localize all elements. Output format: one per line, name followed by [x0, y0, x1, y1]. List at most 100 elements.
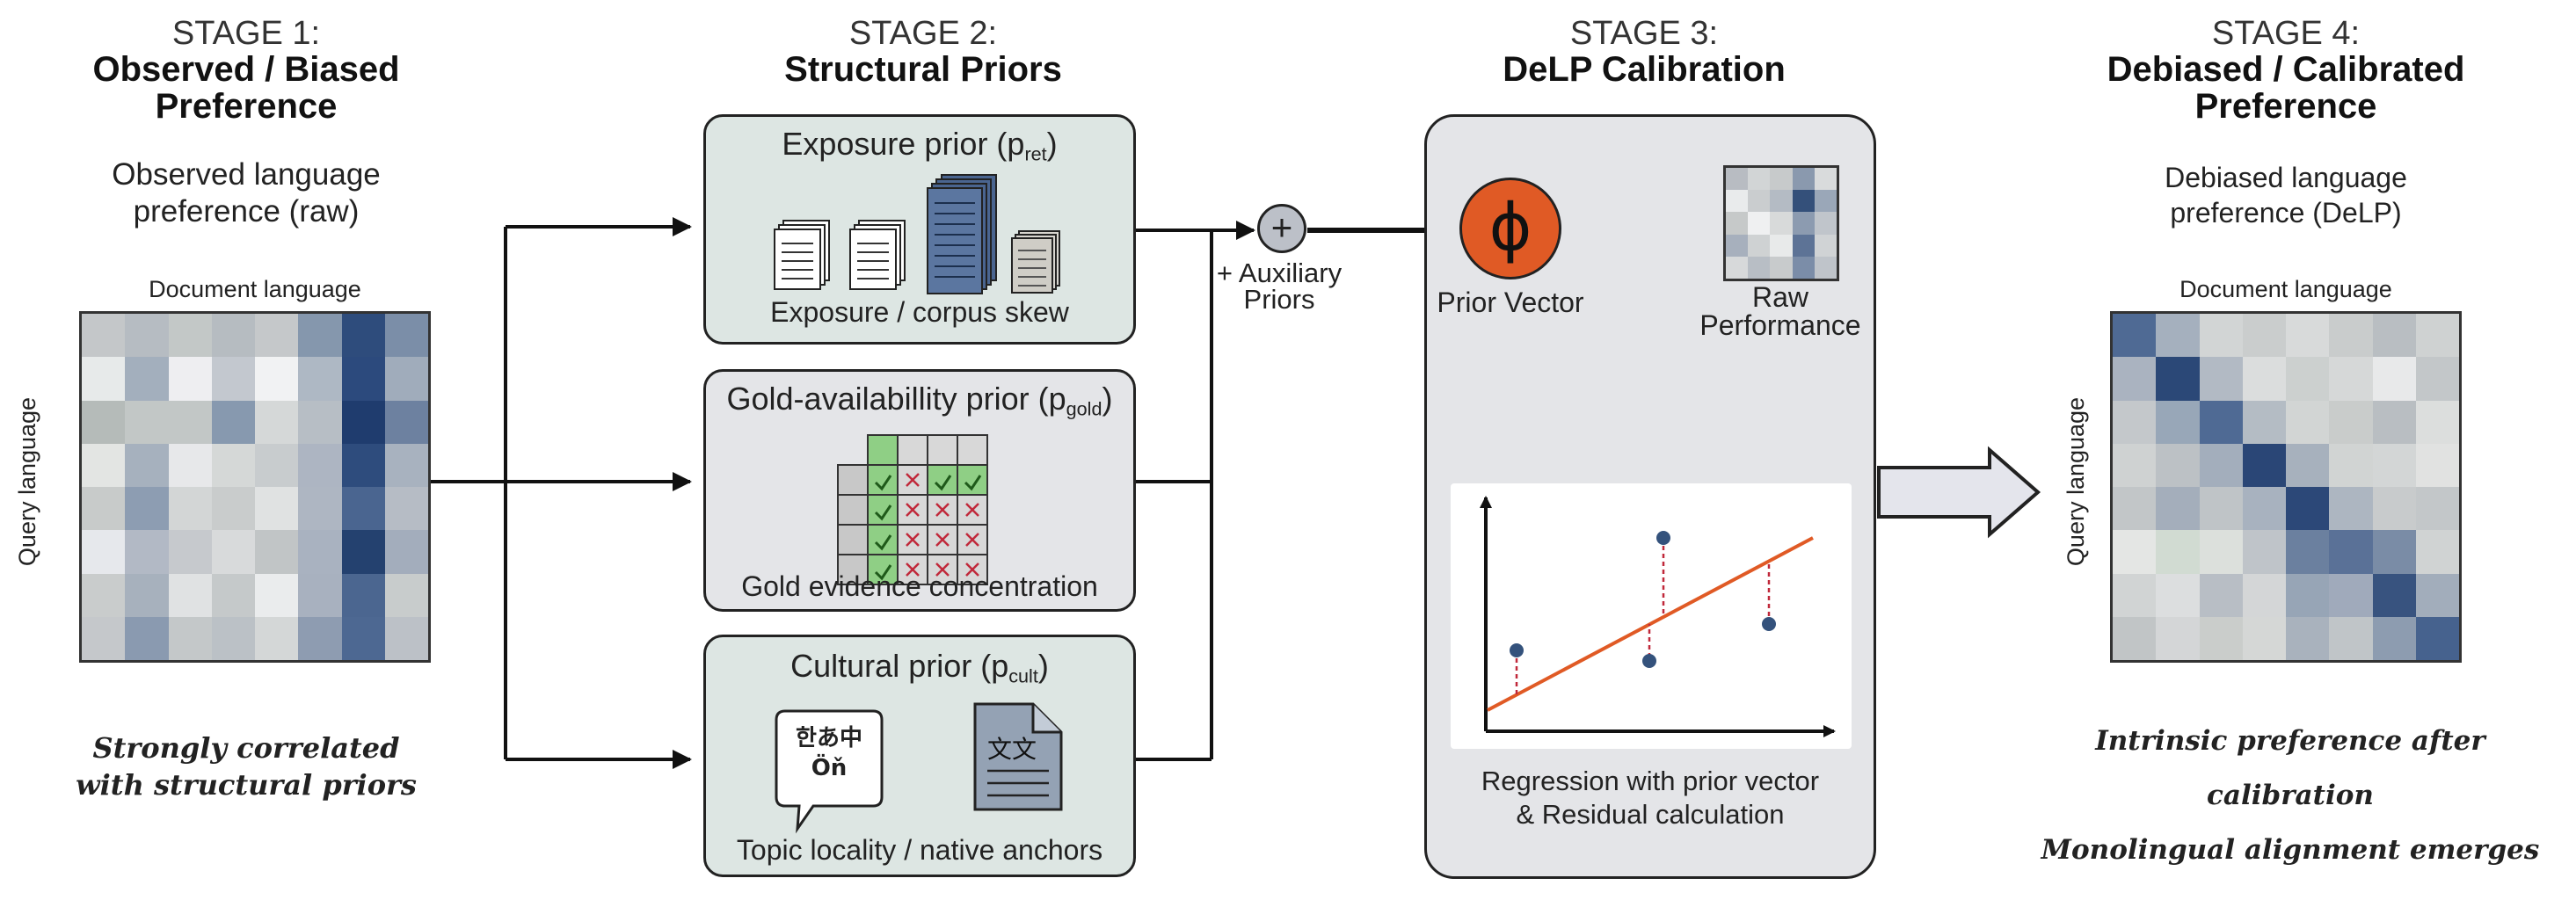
- delp-preference-matrix: [2110, 311, 2462, 663]
- stage3-title: DeLP Calibration: [1503, 50, 1786, 89]
- matrix-cell: [298, 357, 342, 401]
- matrix-cell: [2415, 314, 2459, 358]
- matrix-cell: [1792, 256, 1815, 279]
- matrix-cell: [82, 400, 126, 444]
- matrix-cell: [2242, 573, 2286, 617]
- matrix-cell: [2286, 616, 2330, 660]
- matrix-cell: [1814, 256, 1837, 279]
- matrix-cell: [2156, 487, 2200, 531]
- stage4-note: Intrinsic preference after calibration M…: [2013, 714, 2567, 877]
- matrix-cell: [2156, 573, 2200, 617]
- matrix-cell: [1770, 256, 1793, 279]
- matrix-cell: [125, 573, 169, 617]
- stage2-title: Structural Priors: [784, 50, 1062, 89]
- matrix-cell: [1726, 168, 1749, 191]
- matrix-cell: [211, 314, 255, 358]
- matrix-cell: [2199, 530, 2243, 574]
- matrix-cell: [2242, 530, 2286, 574]
- matrix-cell: [384, 573, 428, 617]
- matrix-cell: [2372, 443, 2416, 487]
- matrix-cell: [2415, 487, 2459, 531]
- matrix-cell: [2199, 487, 2243, 531]
- stage1-header: STAGE 1: Observed / Biased Preference: [70, 16, 422, 125]
- gold-prior-caption: Gold evidence concentration: [741, 570, 1098, 602]
- stage4-header: STAGE 4: Debiased / Calibrated Preferenc…: [2075, 16, 2497, 125]
- data-point: [1642, 654, 1656, 668]
- matrix-cell: [168, 314, 212, 358]
- data-points: [1510, 531, 1776, 668]
- stage4-subtitle-line1: Debiased language: [2165, 162, 2407, 193]
- matrix-cell: [211, 400, 255, 444]
- stage3-label: STAGE 3:: [1569, 15, 1719, 52]
- matrix-cell: [341, 357, 385, 401]
- gold-evidence-grid-icon: [837, 434, 988, 585]
- matrix-cell: [1792, 212, 1815, 235]
- matrix-cell: [2242, 443, 2286, 487]
- matrix-cell: [211, 573, 255, 617]
- matrix-cell: [2372, 530, 2416, 574]
- stage3-header: STAGE 3: DeLP Calibration: [1424, 16, 1864, 88]
- matrix-cell: [1726, 212, 1749, 235]
- stage1-matrix-top-label: Document language: [149, 276, 361, 302]
- matrix-cell: [255, 573, 299, 617]
- matrix-cell: [2329, 573, 2373, 617]
- matrix-cell: [341, 487, 385, 531]
- matrix-cell: [1792, 190, 1815, 213]
- matrix-cell: [298, 314, 342, 358]
- matrix-cell: [168, 400, 212, 444]
- matrix-cell: [2286, 443, 2330, 487]
- matrix-cell: [2156, 357, 2200, 401]
- matrix-cell: [1726, 190, 1749, 213]
- matrix-cell: [211, 487, 255, 531]
- matrix-cell: [2156, 616, 2200, 660]
- stage4-title-line1: Debiased / Calibrated: [2107, 50, 2465, 89]
- auxiliary-priors-line1: + Auxiliary: [1216, 258, 1343, 288]
- stage4-matrix-top-label: Document language: [2179, 276, 2392, 302]
- stage4-label: STAGE 4:: [2211, 15, 2361, 52]
- matrix-cell: [2372, 400, 2416, 444]
- matrix-cell: [168, 573, 212, 617]
- raw-preference-matrix: [79, 311, 431, 663]
- matrix-cell: [2415, 573, 2459, 617]
- matrix-cell: [1814, 168, 1837, 191]
- matrix-cell: [2286, 357, 2330, 401]
- matrix-cell: [384, 616, 428, 660]
- matrix-cell: [168, 487, 212, 531]
- bubble-line1: 한あ中: [796, 725, 862, 751]
- stage1-label: STAGE 1:: [171, 15, 321, 52]
- matrix-cell: [298, 530, 342, 574]
- regression-caption-line2: & Residual calculation: [1516, 799, 1785, 830]
- matrix-cell: [2113, 487, 2157, 531]
- matrix-cell: [341, 573, 385, 617]
- matrix-cell: [341, 314, 385, 358]
- matrix-cell: [384, 400, 428, 444]
- matrix-cell: [2329, 616, 2373, 660]
- matrix-cell: [2415, 357, 2459, 401]
- stage4-subtitle: Debiased language preference (DeLP): [2110, 160, 2462, 230]
- matrix-cell: [2156, 443, 2200, 487]
- matrix-cell: [2113, 443, 2157, 487]
- combine-plus-node: +: [1257, 204, 1306, 253]
- matrix-cell: [1792, 234, 1815, 257]
- matrix-cell: [168, 530, 212, 574]
- stage4-note-line2: Monolingual alignment emerges: [2041, 834, 2540, 866]
- matrix-cell: [1814, 234, 1837, 257]
- matrix-cell: [2329, 314, 2373, 358]
- stage1-title-line1: Observed / Biased: [92, 50, 400, 89]
- cultural-prior-caption: Topic locality / native anchors: [736, 834, 1103, 866]
- matrix-cell: [2199, 616, 2243, 660]
- matrix-cell: [2372, 357, 2416, 401]
- matrix-cell: [298, 616, 342, 660]
- matrix-cell: [2329, 357, 2373, 401]
- matrix-cell: [1770, 168, 1793, 191]
- native-document-icon: [973, 702, 1063, 811]
- stage2-label: STAGE 2:: [848, 15, 998, 52]
- matrix-cell: [125, 487, 169, 531]
- matrix-cell: [2242, 314, 2286, 358]
- stage1-subtitle-line1: Observed language: [112, 157, 381, 192]
- matrix-cell: [298, 443, 342, 487]
- matrix-cell: [2372, 616, 2416, 660]
- priors-merge-lines: [1136, 221, 1255, 761]
- matrix-cell: [125, 443, 169, 487]
- auxiliary-priors-line2: Priors: [1243, 284, 1315, 315]
